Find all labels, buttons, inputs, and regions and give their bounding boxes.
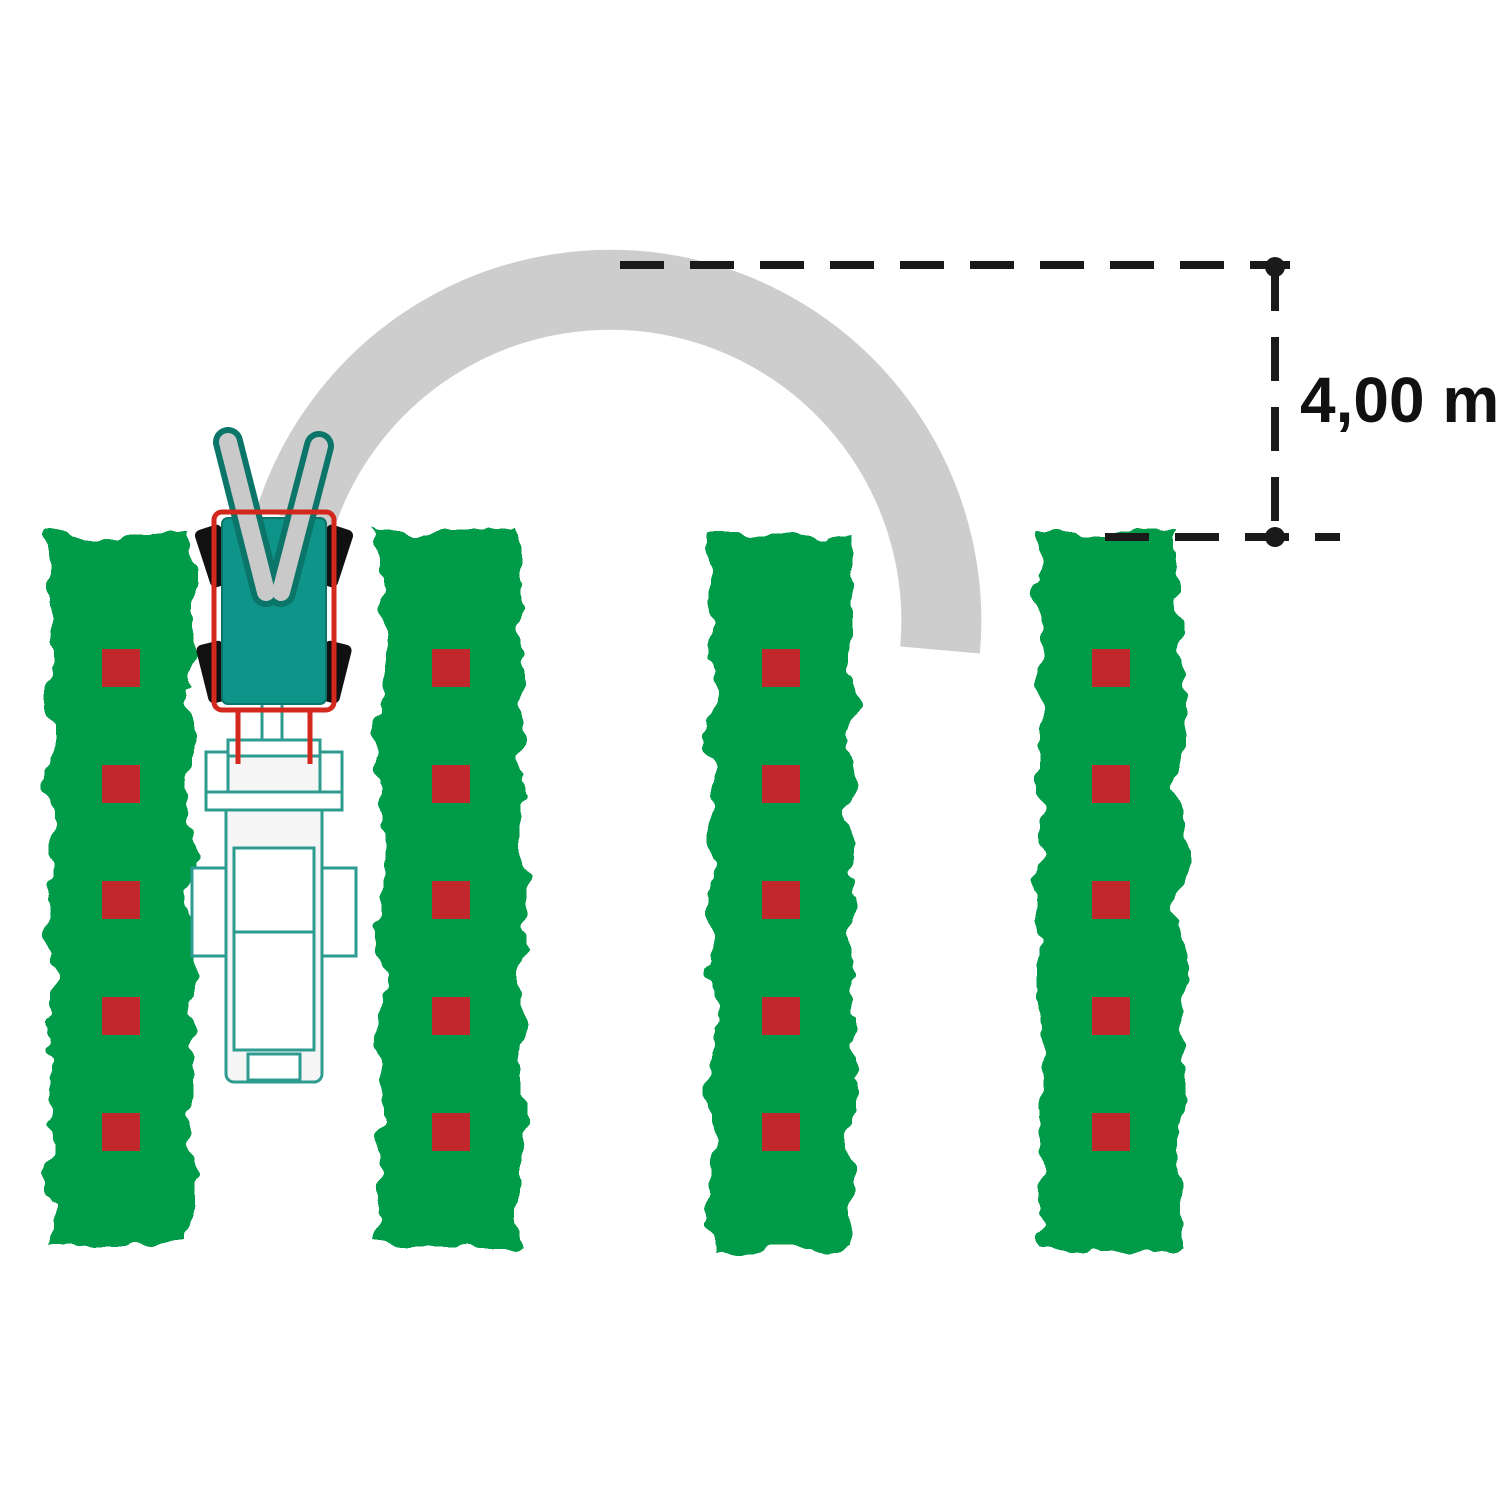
fruit-marker <box>762 765 800 803</box>
dimension-endpoint-dot <box>1265 527 1285 547</box>
fruit-marker <box>432 1113 470 1151</box>
crop-row-4 <box>1040 535 1182 1247</box>
tractor-drawbar <box>260 698 284 746</box>
fruit-markers-row-4 <box>1092 649 1130 1151</box>
fruit-markers-row-2 <box>432 649 470 1151</box>
fruit-marker <box>762 1113 800 1151</box>
fruit-marker <box>1092 1113 1130 1151</box>
crop-row-2 <box>380 535 522 1247</box>
tractor-wheel-right <box>320 866 358 958</box>
tractor-side-box-left <box>204 750 230 796</box>
harvester-arm-left <box>219 433 275 601</box>
fruit-marker <box>102 997 140 1035</box>
fruit-marker <box>1092 765 1130 803</box>
fruit-markers-row-3 <box>762 649 800 1151</box>
harvester-arm-right <box>272 437 328 601</box>
turn-path-arc <box>256 249 982 654</box>
fruit-marker <box>432 649 470 687</box>
harvester-body <box>221 517 327 705</box>
fruit-marker <box>102 765 140 803</box>
harvester-machine <box>194 427 354 764</box>
fruit-marker <box>432 997 470 1035</box>
fruit-marker <box>762 881 800 919</box>
fruit-marker <box>1092 997 1130 1035</box>
tractor-rear-hitch <box>246 1052 302 1082</box>
crop-row-1 <box>50 535 192 1247</box>
distance-label: 4,00 m <box>1300 364 1499 436</box>
fruit-marker <box>1092 649 1130 687</box>
tractor-outline <box>190 698 358 1084</box>
dimension-annotation: 4,00 m <box>620 257 1499 547</box>
fruit-marker <box>432 765 470 803</box>
fruit-marker <box>762 649 800 687</box>
fruit-marker <box>102 881 140 919</box>
fruit-marker <box>102 1113 140 1151</box>
fruit-marker <box>762 997 800 1035</box>
crop-rows <box>50 535 1182 1247</box>
fruit-marker <box>102 649 140 687</box>
tractor-cab <box>232 846 316 934</box>
fruit-marker <box>1092 881 1130 919</box>
harvester-red-outline <box>211 509 337 713</box>
tractor-axle-bar <box>204 790 344 812</box>
fruit-markers-row-1 <box>102 649 140 1151</box>
dimension-endpoint-dot <box>1265 257 1285 277</box>
tractor-rear-body <box>232 930 316 1052</box>
crop-row-3 <box>710 535 852 1247</box>
tractor-front-bar <box>226 738 322 758</box>
fruit-marker <box>432 881 470 919</box>
tractor-side-box-right <box>318 750 344 796</box>
tractor-wheel-left <box>190 866 228 958</box>
